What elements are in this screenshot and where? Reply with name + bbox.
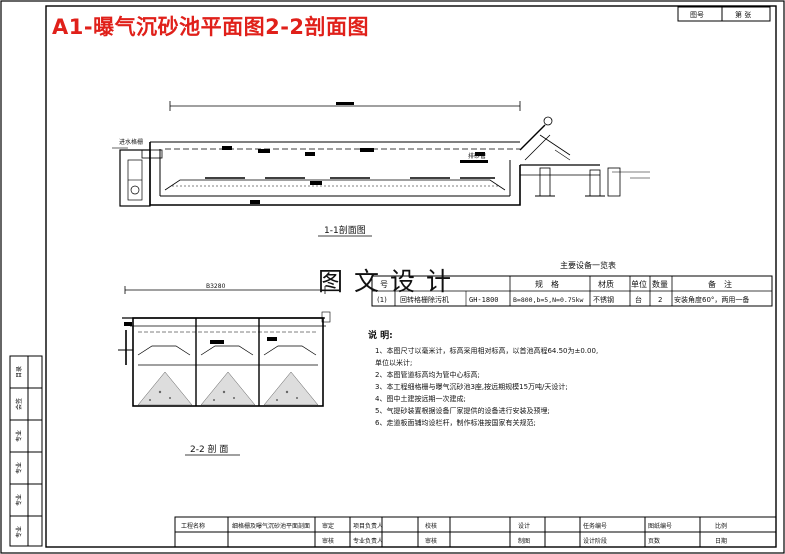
note-4: 4、图中土建按远期一次建成; [375, 394, 466, 403]
equipment-table: 主要设备一览表 号 规 格 材质 单位 数量 备 注 (1) 回转格栅除污机 G… [371, 260, 773, 307]
td-code: (1) [377, 296, 387, 304]
tb-scale: 比例 [715, 522, 727, 530]
th-material: 材质 [598, 279, 614, 289]
dimension-label-left: B3280 [206, 283, 226, 290]
note-6: 6、走道板面铺均设栏杆，制作标准按国家有关规范; [375, 418, 536, 427]
td-qty: 2 [658, 296, 662, 304]
td-name: 回转格栅除污机 [400, 295, 449, 304]
tb-drawing-no: 图纸编号 [648, 522, 672, 530]
notes-heading: 说 明: [368, 329, 393, 341]
drawing-number-label: 图号 [690, 11, 704, 19]
th-unit: 单位 [631, 279, 647, 289]
bottom-title-block: 工程名称 细格栅及曝气沉砂池平面剖面 审定 项目负责人 校核 设计 任务编号 图… [174, 516, 777, 548]
td-note: 安装角度60°，两用一备 [674, 295, 749, 304]
th-number: 号 [380, 280, 388, 289]
note-1: 1、本图尺寸以毫米计，标高采用相对标高，以首池高程64.50为±0.00, [375, 346, 598, 355]
pipe-label: 排砂管 [468, 152, 486, 160]
td-spec: B=800,b=5,N=0.75kw [513, 296, 584, 304]
tb-pages: 页数 [648, 537, 660, 545]
watermark-text: 图文设计 [318, 267, 463, 296]
strip-label-5: 专业 [15, 494, 23, 506]
th-qty: 数量 [652, 279, 668, 289]
tb-review-2: 审核 [425, 537, 437, 545]
section-2-2-drawing [118, 286, 331, 407]
tb-project-label: 工程名称 [181, 522, 205, 530]
tb-approve: 审定 [322, 522, 334, 530]
section-1-1-label: 1-1剖面图 [324, 224, 366, 236]
tb-design: 设计 [518, 522, 530, 530]
strip-label-6: 专业 [15, 526, 23, 538]
section-2-2-label: 2-2 剖 面 [190, 443, 228, 455]
td-material: 不锈钢 [593, 295, 614, 304]
tb-project-lead: 项目负责人 [353, 522, 383, 530]
tb-check: 校核 [425, 522, 437, 530]
th-spec: 规 格 [535, 279, 559, 289]
tb-discipline-lead: 专业负责人 [353, 537, 383, 545]
tb-review: 审核 [322, 537, 334, 545]
td-model: GH-1800 [469, 296, 499, 304]
strip-label-4: 专业 [15, 462, 23, 474]
drawing-title: A1-曝气沉砂池平面图2-2剖面图 [52, 15, 370, 39]
tb-drawing-title: 细格栅及曝气沉砂池平面剖面 [232, 522, 310, 530]
note-3: 3、本工程细格栅与曝气沉砂池3座,按远期规模15万吨/天设计; [375, 382, 568, 391]
equipment-table-title: 主要设备一览表 [560, 260, 616, 270]
tb-task-no: 任务编号 [583, 522, 607, 530]
inlet-label: 进水格栅 [119, 138, 143, 146]
sheet-number-label: 第 张 [735, 10, 751, 19]
top-right-tag: 图号 第 张 [677, 6, 771, 22]
tb-draft: 制图 [518, 537, 530, 545]
strip-label-2: 会签 [15, 398, 23, 410]
left-title-strip: 目录 会签 专业 专业 专业 专业 [9, 355, 43, 547]
note-1-cont: 单位以米计; [375, 358, 412, 367]
strip-label-1: 目录 [15, 366, 23, 378]
td-unit: 台 [635, 295, 642, 304]
section-1-1-drawing [112, 101, 650, 207]
tb-date: 日期 [715, 537, 727, 545]
note-5: 5、气提砂装置根据设备厂家提供的设备进行安装及预埋; [375, 406, 550, 415]
design-notes: 说 明: 1、本图尺寸以毫米计，标高采用相对标高，以首池高程64.50为±0.0… [368, 329, 598, 427]
strip-label-3: 专业 [15, 430, 23, 442]
note-2: 2、本图管道标高均为管中心标高; [375, 370, 480, 379]
th-note: 备 注 [708, 279, 732, 289]
tb-phase: 设计阶段 [583, 537, 607, 545]
